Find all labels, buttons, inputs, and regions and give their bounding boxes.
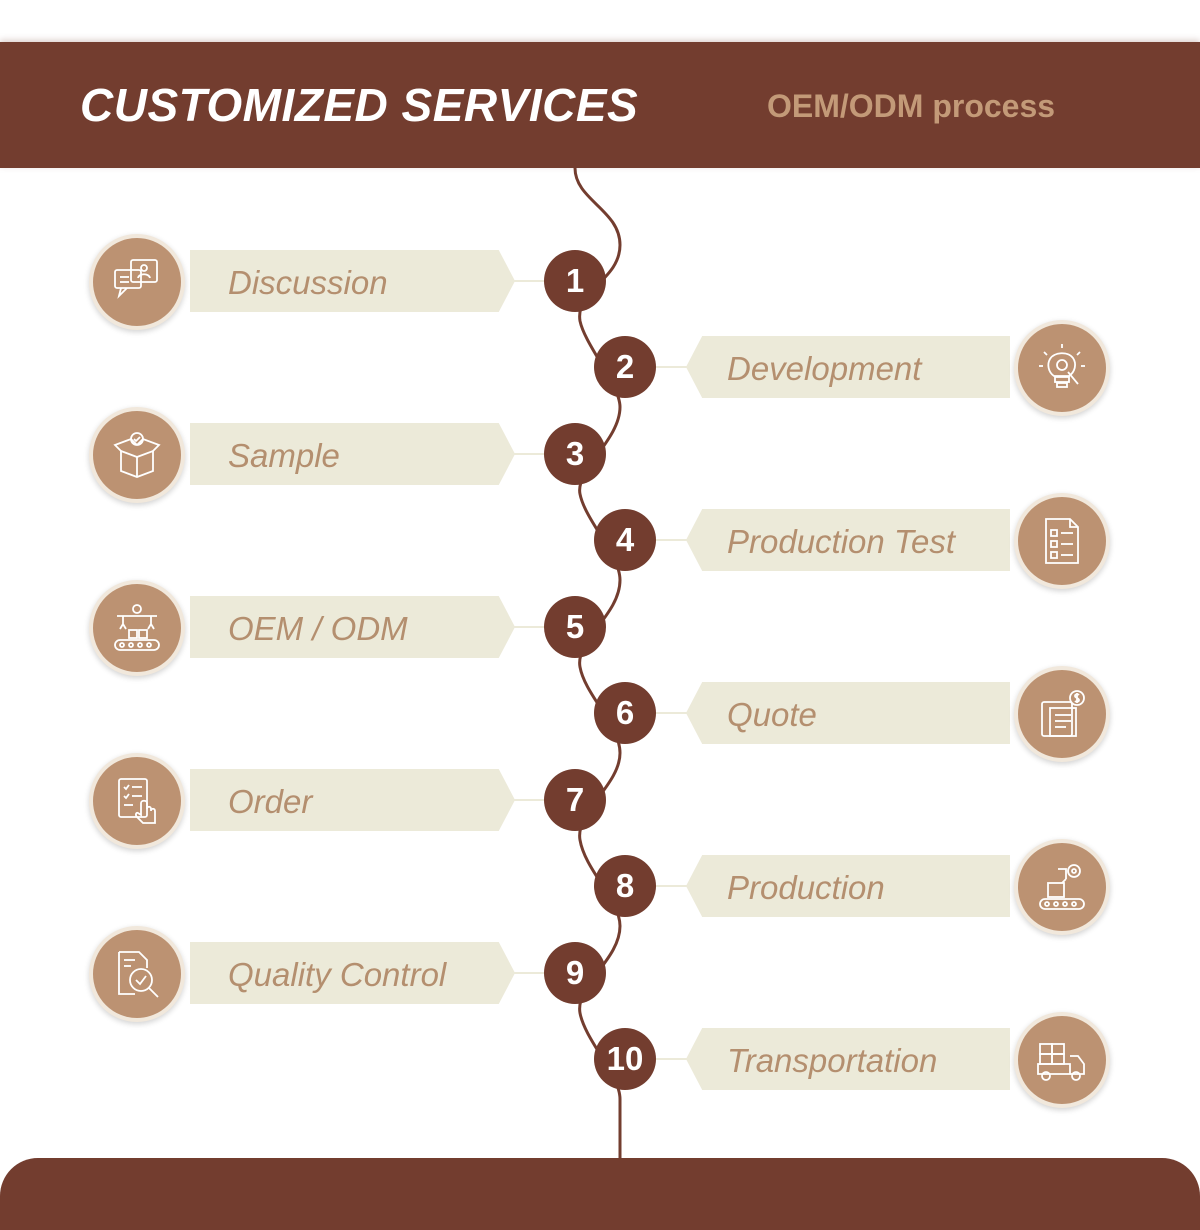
step-number: 8: [594, 855, 656, 917]
checklist-icon: [1014, 493, 1110, 589]
step-number: 7: [544, 769, 606, 831]
step-connector: [510, 799, 550, 801]
quality-search-icon: [89, 926, 185, 1022]
step-connector: [650, 885, 690, 887]
step-banner: OEM / ODM: [190, 596, 515, 658]
step-number: 3: [544, 423, 606, 485]
step-connector: [650, 539, 690, 541]
step-connector: [650, 712, 690, 714]
process-step-6: 6 Quote: [0, 660, 1200, 762]
page-title: CUSTOMIZED SERVICES: [80, 79, 639, 131]
step-number: 10: [594, 1028, 656, 1090]
step-connector: [650, 366, 690, 368]
step-label: Production Test: [727, 523, 956, 560]
process-step-8: 8 Production: [0, 833, 1200, 935]
step-connector: [510, 626, 550, 628]
step-connector: [650, 1058, 690, 1060]
step-banner: Discussion: [190, 250, 515, 312]
step-label: Discussion: [228, 264, 388, 301]
step-label: Sample: [228, 437, 340, 474]
step-label: Production: [727, 869, 885, 906]
step-number: 9: [544, 942, 606, 1004]
invoice-icon: [1014, 666, 1110, 762]
step-label: Order: [228, 783, 313, 820]
process-step-9: Quality Control 9: [0, 920, 1200, 1022]
conveyor-robot-icon: [89, 580, 185, 676]
step-label: Quote: [727, 696, 817, 733]
process-step-4: 4 Production Test: [0, 487, 1200, 589]
step-number: 1: [544, 250, 606, 312]
box-check-icon: [89, 407, 185, 503]
lightbulb-gear-icon: [1014, 320, 1110, 416]
step-connector: [510, 453, 550, 455]
step-banner: Order: [190, 769, 515, 831]
step-banner: Quote: [686, 682, 1010, 744]
page-subtitle: OEM/ODM process: [767, 88, 1056, 124]
discussion-icon: [89, 234, 185, 330]
step-label: Transportation: [727, 1042, 938, 1079]
step-connector: [510, 280, 550, 282]
step-label: OEM / ODM: [228, 610, 408, 647]
step-connector: [510, 972, 550, 974]
step-label: Development: [727, 350, 922, 387]
step-banner: Production Test: [686, 509, 1010, 571]
step-banner: Quality Control: [190, 942, 515, 1004]
step-banner: Transportation: [686, 1028, 1010, 1090]
step-number: 6: [594, 682, 656, 744]
step-number: 4: [594, 509, 656, 571]
footer-bar: [0, 1158, 1200, 1230]
production-line-icon: [1014, 839, 1110, 935]
step-banner: Sample: [190, 423, 515, 485]
process-step-3: Sample 3: [0, 401, 1200, 503]
step-label: Quality Control: [228, 956, 447, 993]
step-number: 5: [544, 596, 606, 658]
step-banner: Production: [686, 855, 1010, 917]
process-step-7: Order 7: [0, 747, 1200, 849]
truck-icon: [1014, 1012, 1110, 1108]
process-step-5: OEM / ODM 5: [0, 574, 1200, 676]
step-banner: Development: [686, 336, 1010, 398]
header-bar: CUSTOMIZED SERVICES OEM/ODM process: [0, 42, 1200, 168]
order-list-icon: [89, 753, 185, 849]
process-step-1: Discussion 1: [0, 228, 1200, 330]
process-step-10: 10 Transportation: [0, 1006, 1200, 1108]
step-number: 2: [594, 336, 656, 398]
process-step-2: 2 Development: [0, 314, 1200, 416]
